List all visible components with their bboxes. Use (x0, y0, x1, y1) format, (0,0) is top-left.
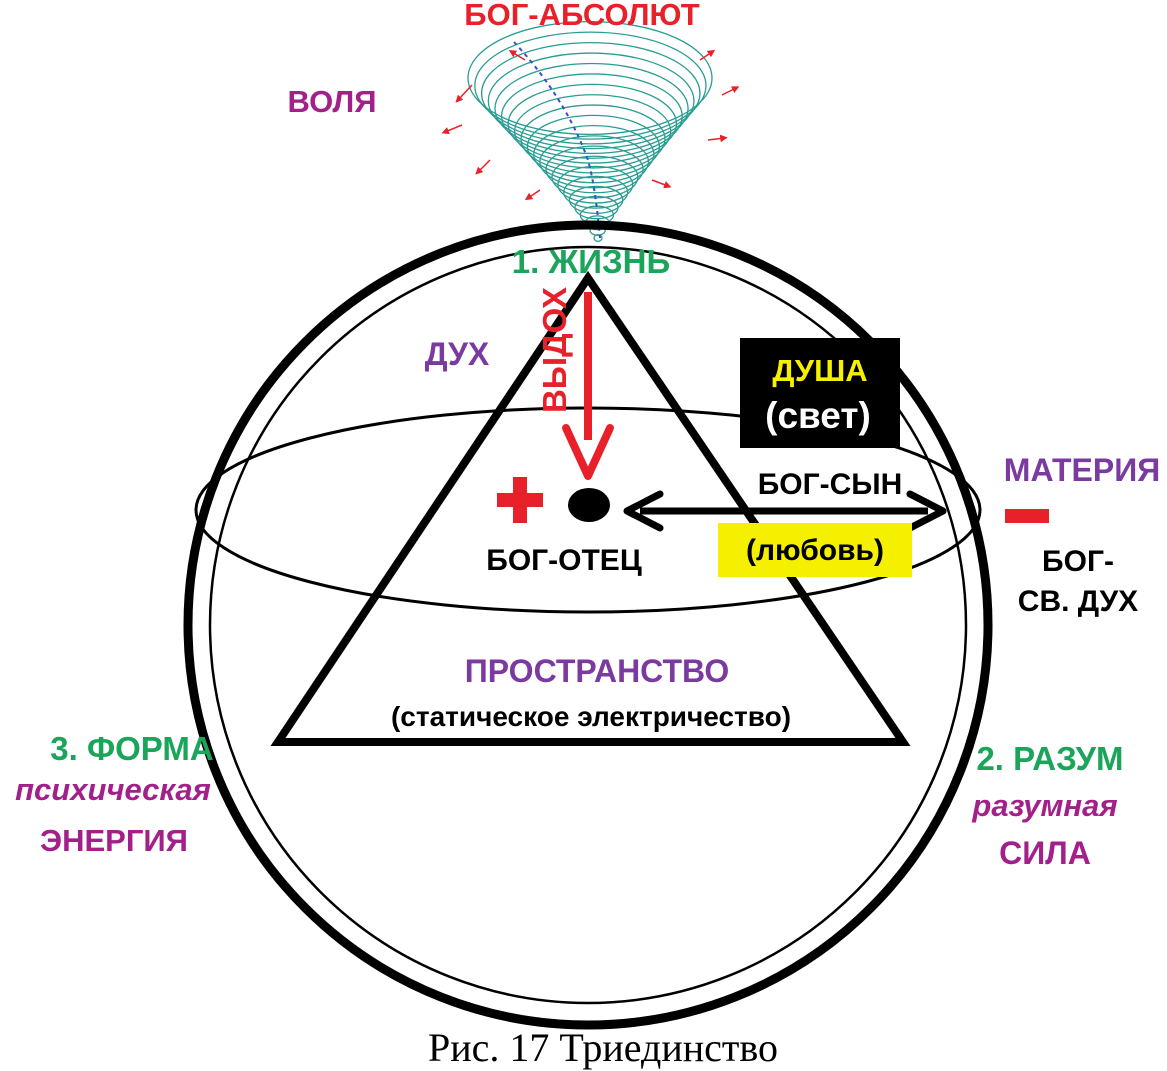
vortex-ring (500, 73, 683, 159)
vortex-ring (494, 62, 689, 155)
vortex-ring (507, 83, 678, 164)
vortex-ring (520, 104, 666, 174)
vortex-ring (526, 114, 661, 179)
vortex-ring (474, 31, 707, 140)
force-label: СИЛА (999, 835, 1091, 871)
exhale-label: ВЫДОХ (536, 287, 573, 413)
vortex-flow-arrow (699, 49, 716, 61)
vortex-ring (545, 145, 644, 194)
matter-label: МАТЕРИЯ (1004, 452, 1160, 488)
vortex-flow-arrow (508, 50, 526, 61)
vortex-ring (568, 185, 624, 215)
light-label: (свет) (765, 395, 871, 436)
vortex-axis-line (513, 41, 601, 239)
will-label: ВОЛЯ (288, 84, 377, 119)
space-label: ПРОСТРАНСТВО (465, 653, 729, 689)
vortex-flow-arrows (441, 49, 740, 201)
vortex-ring (563, 175, 629, 209)
spirit-label: ДУХ (425, 336, 490, 372)
inner-sphere-circle (208, 245, 968, 1005)
vortex-ring (487, 52, 695, 150)
love-box (718, 523, 912, 577)
life-label: 1. ЖИЗНЬ (512, 243, 670, 280)
figure-caption: Рис. 17 Триединство (428, 1025, 778, 1070)
vortex-flow-arrow (651, 179, 672, 189)
rational-label: разумная (971, 788, 1117, 823)
holy-spirit-label-line2: СВ. ДУХ (1018, 585, 1138, 618)
energy-label: ЭНЕРГИЯ (40, 823, 188, 858)
vortex-ring (574, 195, 619, 220)
soul-label: ДУША (772, 353, 867, 388)
exhale-arrow (562, 292, 614, 480)
vortex-ring (593, 234, 603, 242)
psychic-label: психическая (15, 772, 211, 807)
vortex-rings (467, 20, 713, 242)
plus-sign-icon (497, 477, 543, 523)
outer-sphere-circle (183, 220, 993, 1030)
minus-sign-icon (1005, 509, 1049, 523)
static-electricity-label: (статическое электричество) (391, 701, 791, 732)
form-label: 3. ФОРМА (50, 730, 213, 767)
vortex-ring (480, 41, 701, 145)
son-double-arrow (623, 490, 947, 532)
father-label: БОГ-ОТЕЦ (486, 544, 642, 577)
soul-box (740, 338, 900, 448)
vortex-flow-arrow (707, 134, 728, 143)
absolute-label: БОГ-АБСОЛЮТ (464, 0, 699, 32)
reason-label: 2. РАЗУМ (976, 740, 1123, 777)
father-point (568, 488, 610, 522)
vortex-flow-arrow (475, 159, 491, 175)
vortex-funnel (441, 20, 740, 242)
vortex-ring (513, 94, 672, 169)
love-label: (любовь) (746, 534, 884, 567)
holy-spirit-label-line1: БОГ- (1042, 545, 1114, 578)
vortex-ring (557, 165, 634, 204)
son-label: БОГ-СЫН (758, 468, 903, 501)
vortex-flow-arrow (524, 189, 541, 201)
vortex-flow-arrow (441, 124, 463, 135)
vortex-flow-arrow (721, 86, 740, 96)
vortex-ring (467, 20, 713, 136)
vortex-flow-arrow (455, 84, 473, 103)
